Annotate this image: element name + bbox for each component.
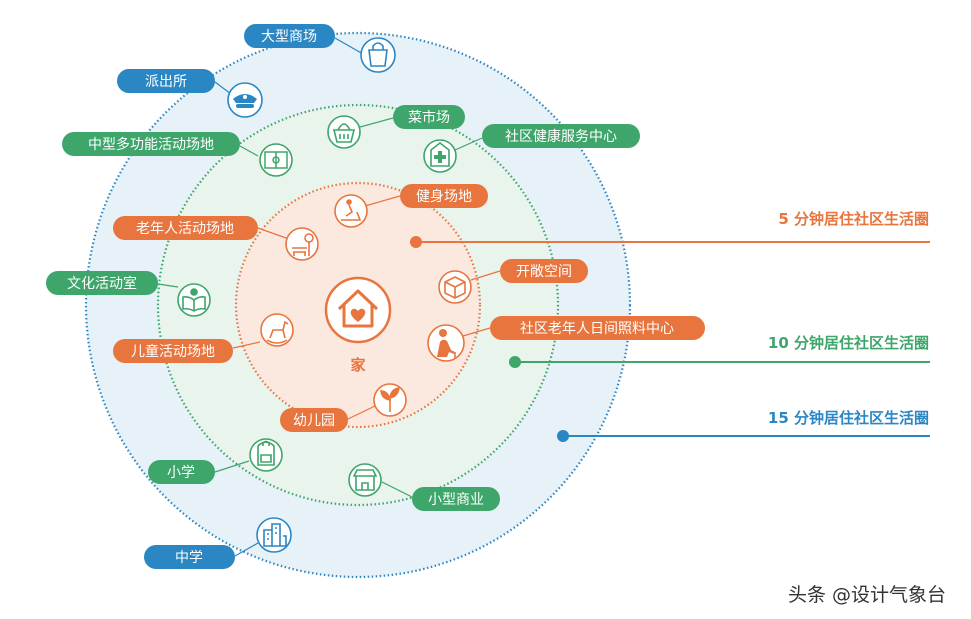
mall-label: 大型商场 [261, 29, 317, 45]
open-book-icon [182, 288, 206, 312]
node-open-space: 开敞空间 [438, 259, 588, 304]
backpack-icon [257, 440, 275, 466]
sprout-icon [380, 387, 400, 412]
node-mall: 大型商场 [244, 24, 396, 73]
health-center-label: 社区健康服务中心 [505, 128, 617, 145]
watermark: 头条 @设计气象台 [788, 584, 946, 606]
police-label: 派出所 [145, 74, 187, 90]
house-heart-icon [337, 289, 379, 328]
callout-10-minute: 10 分钟居住社区生活圈 [509, 334, 930, 368]
culture-room-label: 文化活动室 [67, 275, 137, 292]
callout-15-minute: 15 分钟居住社区生活圈 [557, 409, 930, 442]
node-health-center: 社区健康服务中心 [423, 124, 640, 173]
middle-school-label: 中学 [175, 550, 203, 566]
shopping-bag-icon [368, 42, 388, 67]
medical-cross-icon [430, 141, 450, 167]
home-center: 家 [324, 276, 392, 374]
node-police: 派出所 [117, 69, 263, 118]
treadmill-icon [341, 199, 362, 221]
basket-icon [332, 123, 356, 143]
small-commerce-label: 小型商业 [428, 492, 484, 508]
kindergarten-label: 幼儿园 [293, 413, 335, 429]
open-space-label: 开敞空间 [516, 264, 572, 280]
home-label: 家 [350, 356, 365, 374]
children-activity-label: 儿童活动场地 [131, 343, 215, 360]
elderly-daycare-label: 社区老年人日间照料中心 [520, 321, 674, 337]
node-small-commerce: 小型商业 [348, 463, 500, 511]
elderly-activity-label: 老年人活动场地 [136, 221, 234, 237]
node-culture-room: 文化活动室 [46, 271, 211, 317]
node-primary-school: 小学 [148, 438, 283, 484]
node-sports-venue: 中型多功能活动场地 [62, 132, 293, 177]
sports-venue-label: 中型多功能活动场地 [88, 136, 214, 153]
elderly-person-icon [437, 329, 456, 358]
watermark-text: 头条 @设计气象台 [788, 584, 946, 606]
park-bench-icon [292, 233, 314, 256]
rocking-horse-icon [266, 320, 289, 344]
fitness-label: 健身场地 [416, 189, 472, 205]
node-elderly-daycare: 社区老年人日间照料中心 [427, 316, 705, 362]
primary-school-label: 小学 [167, 465, 195, 481]
label-15-minute-circle: 15 分钟居住社区生活圈 [768, 409, 929, 427]
police-cap-icon [233, 94, 257, 108]
label-5-minute-circle: 5 分钟居住社区生活圈 [778, 210, 929, 228]
node-children-activity: 儿童活动场地 [113, 313, 294, 363]
vegetable-market-label: 菜市场 [408, 109, 450, 126]
storefront-icon [352, 469, 378, 491]
node-vegetable-market: 菜市场 [327, 105, 465, 149]
cube-icon [444, 276, 466, 299]
connector-lines [157, 37, 501, 557]
node-middle-school: 中学 [144, 517, 292, 569]
node-fitness: 健身场地 [334, 184, 488, 228]
node-kindergarten: 幼儿园 [280, 383, 407, 432]
node-elderly-activity: 老年人活动场地 [113, 216, 319, 261]
sports-court-icon [264, 151, 288, 169]
school-building-icon [263, 523, 287, 547]
label-10-minute-circle: 10 分钟居住社区生活圈 [768, 334, 929, 352]
callout-5-minute: 5 分钟居住社区生活圈 [410, 210, 930, 248]
